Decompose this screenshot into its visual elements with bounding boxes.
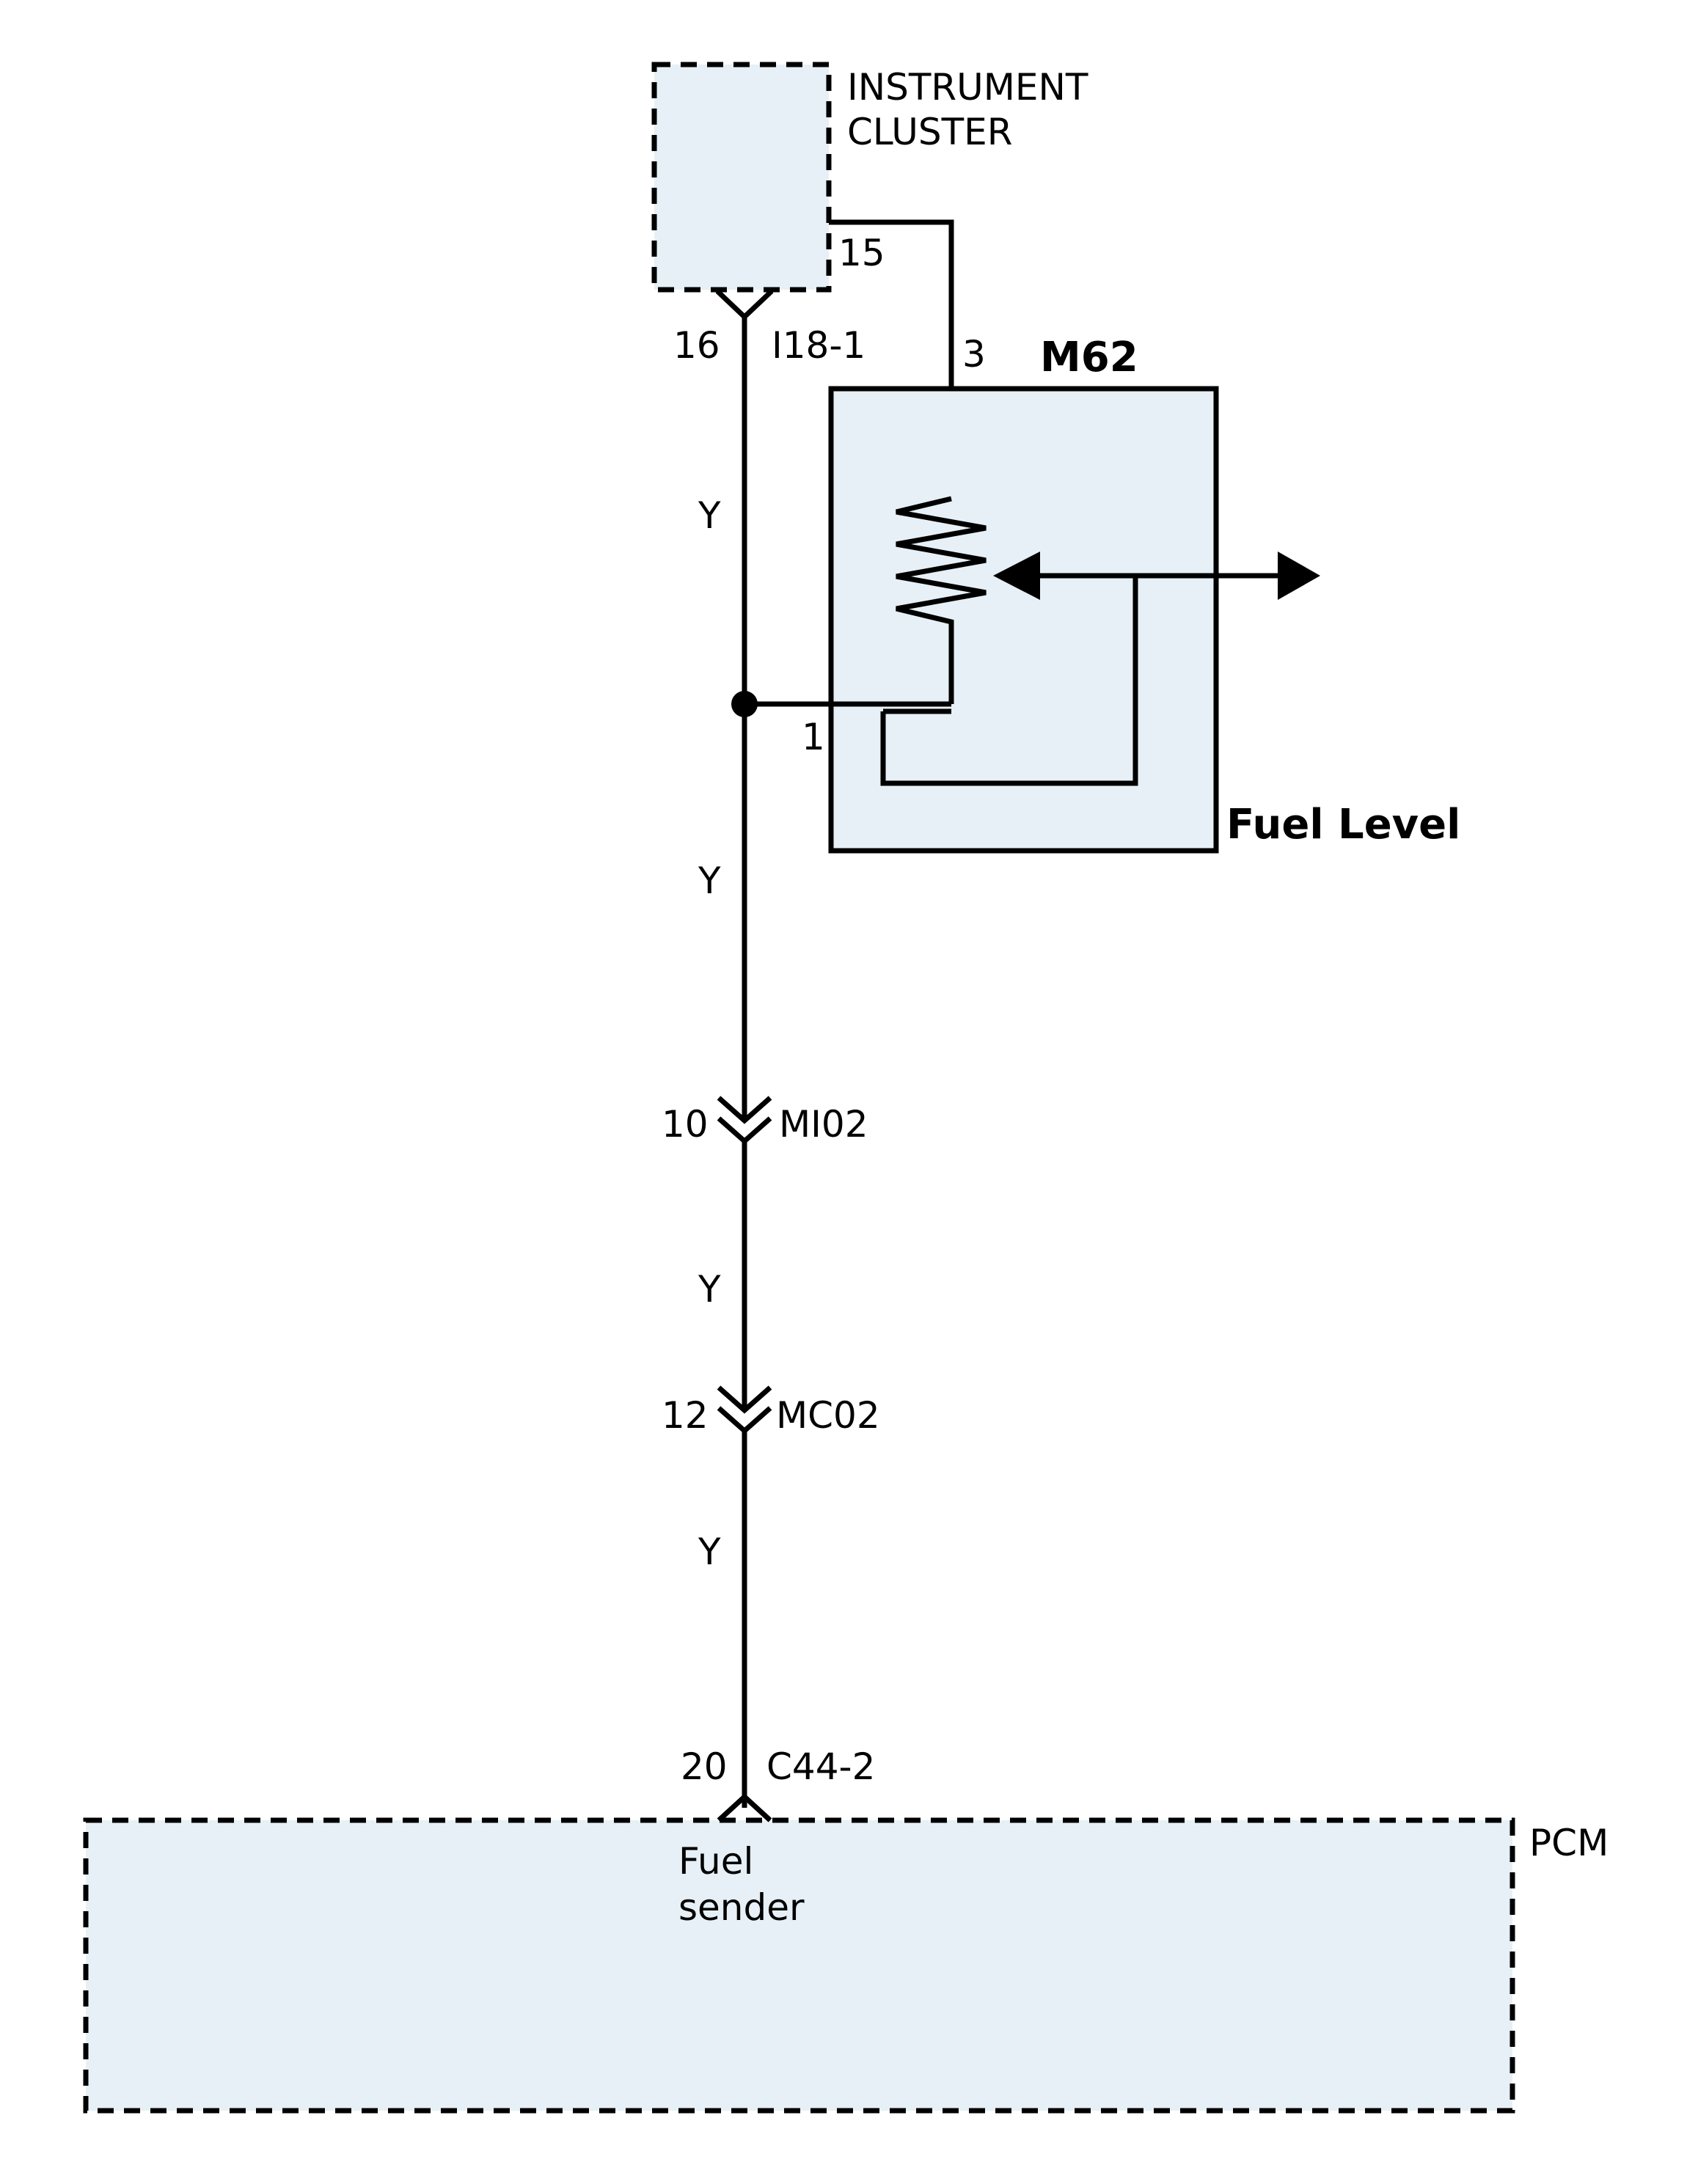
connector-label-mc02: MC02 bbox=[776, 1394, 880, 1437]
wiper-return-loop bbox=[880, 576, 1138, 786]
connector-mi02-symbol-a bbox=[717, 1096, 772, 1124]
wire-color-seg4: Y bbox=[698, 1531, 721, 1573]
pin-label-m62-3: 3 bbox=[962, 333, 986, 375]
resistor-zigzag bbox=[896, 496, 987, 704]
connector-i18-symbol bbox=[715, 289, 774, 320]
m62-name-label: Fuel Level bbox=[1226, 801, 1460, 849]
wire-color-seg3: Y bbox=[698, 1268, 721, 1311]
wiper-arrow-left-icon bbox=[993, 552, 1040, 600]
wire-color-seg1: Y bbox=[698, 494, 721, 537]
connector-label-mi02: MI02 bbox=[779, 1103, 868, 1146]
pin-label-cluster-16: 16 bbox=[673, 324, 720, 367]
wiper-arrow-right-icon bbox=[1278, 552, 1320, 600]
pin-label-mc02-12: 12 bbox=[662, 1394, 709, 1437]
pin-label-pcm-20: 20 bbox=[681, 1745, 728, 1788]
connector-label-c44: C44-2 bbox=[766, 1745, 875, 1788]
pcm-label: PCM bbox=[1529, 1822, 1609, 1864]
connector-label-i18: I18-1 bbox=[772, 324, 866, 367]
pcm-function-label-2: sender bbox=[678, 1886, 805, 1929]
instrument-cluster-box[interactable] bbox=[651, 62, 832, 293]
instrument-cluster-label-2: CLUSTER bbox=[847, 111, 1013, 153]
connector-mc02-symbol-a bbox=[717, 1385, 772, 1414]
m62-box[interactable] bbox=[828, 386, 1219, 854]
pin-label-mi02-10: 10 bbox=[662, 1103, 709, 1146]
pin-label-m62-1: 1 bbox=[802, 716, 825, 758]
pin-label-cluster-15: 15 bbox=[838, 232, 885, 274]
connector-c44-symbol bbox=[717, 1793, 772, 1822]
pcm-function-label-1: Fuel bbox=[678, 1840, 753, 1883]
m62-id-label: M62 bbox=[1040, 334, 1138, 381]
wire-color-seg2: Y bbox=[698, 860, 721, 902]
instrument-cluster-label-1: INSTRUMENT bbox=[847, 66, 1088, 109]
pcm-box[interactable] bbox=[83, 1817, 1515, 2114]
